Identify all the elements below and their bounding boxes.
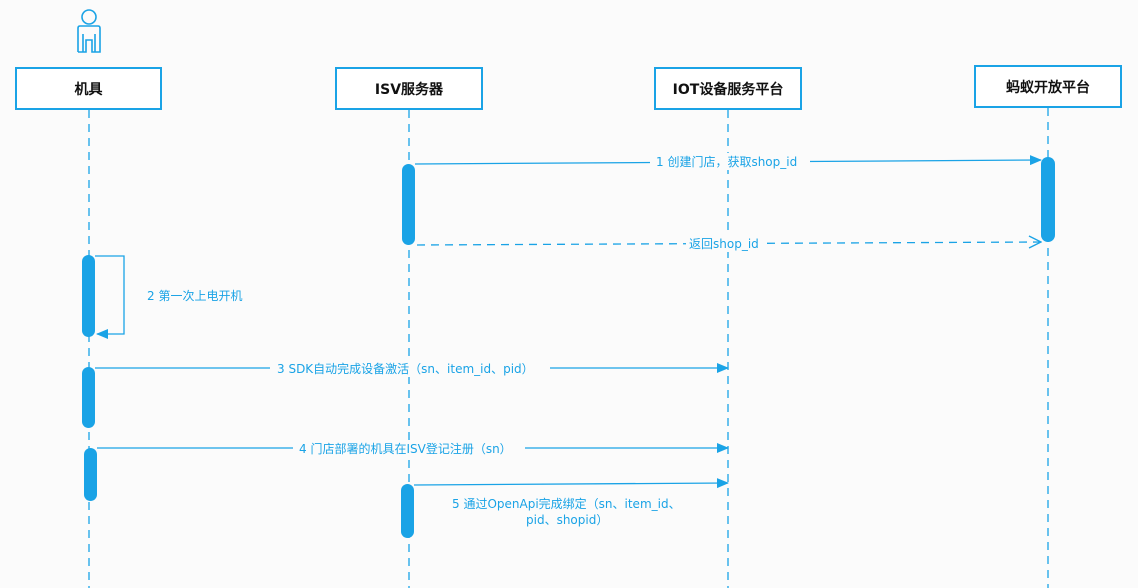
activation-isv-1 xyxy=(402,164,415,245)
participant-isv-label: ISV服务器 xyxy=(375,81,444,98)
message-2-label: 2 第一次上电开机 xyxy=(147,289,242,303)
activation-machine-3 xyxy=(84,448,97,501)
activation-isv-2 xyxy=(401,484,414,538)
message-4-label: 4 门店部署的机具在ISV登记注册（sn） xyxy=(299,441,512,456)
participant-machine: 机具 xyxy=(15,67,162,110)
person-icon xyxy=(77,9,101,53)
participant-machine-label: 机具 xyxy=(75,81,103,98)
activation-ant-1 xyxy=(1041,157,1055,242)
message-3-label: 3 SDK自动完成设备激活（sn、item_id、pid） xyxy=(277,361,534,376)
participant-ant: 蚂蚁开放平台 xyxy=(974,65,1122,108)
participant-iot-label: IOT设备服务平台 xyxy=(673,81,784,98)
activation-machine-2 xyxy=(82,367,95,428)
participant-iot: IOT设备服务平台 xyxy=(654,67,802,110)
activation-machine-1 xyxy=(82,255,95,337)
message-2-arrow xyxy=(95,255,125,339)
message-5-label-line2: pid、shopid） xyxy=(526,513,608,527)
message-5-arrow xyxy=(413,478,729,489)
message-1-return-label: 返回shop_id xyxy=(689,237,759,251)
message-5-label-line1: 5 通过OpenApi完成绑定（sn、item_id、 xyxy=(452,496,681,511)
participant-isv: ISV服务器 xyxy=(335,67,483,110)
message-1-label: 1 创建门店，获取shop_id xyxy=(656,154,797,169)
participant-ant-label: 蚂蚁开放平台 xyxy=(1006,79,1090,96)
